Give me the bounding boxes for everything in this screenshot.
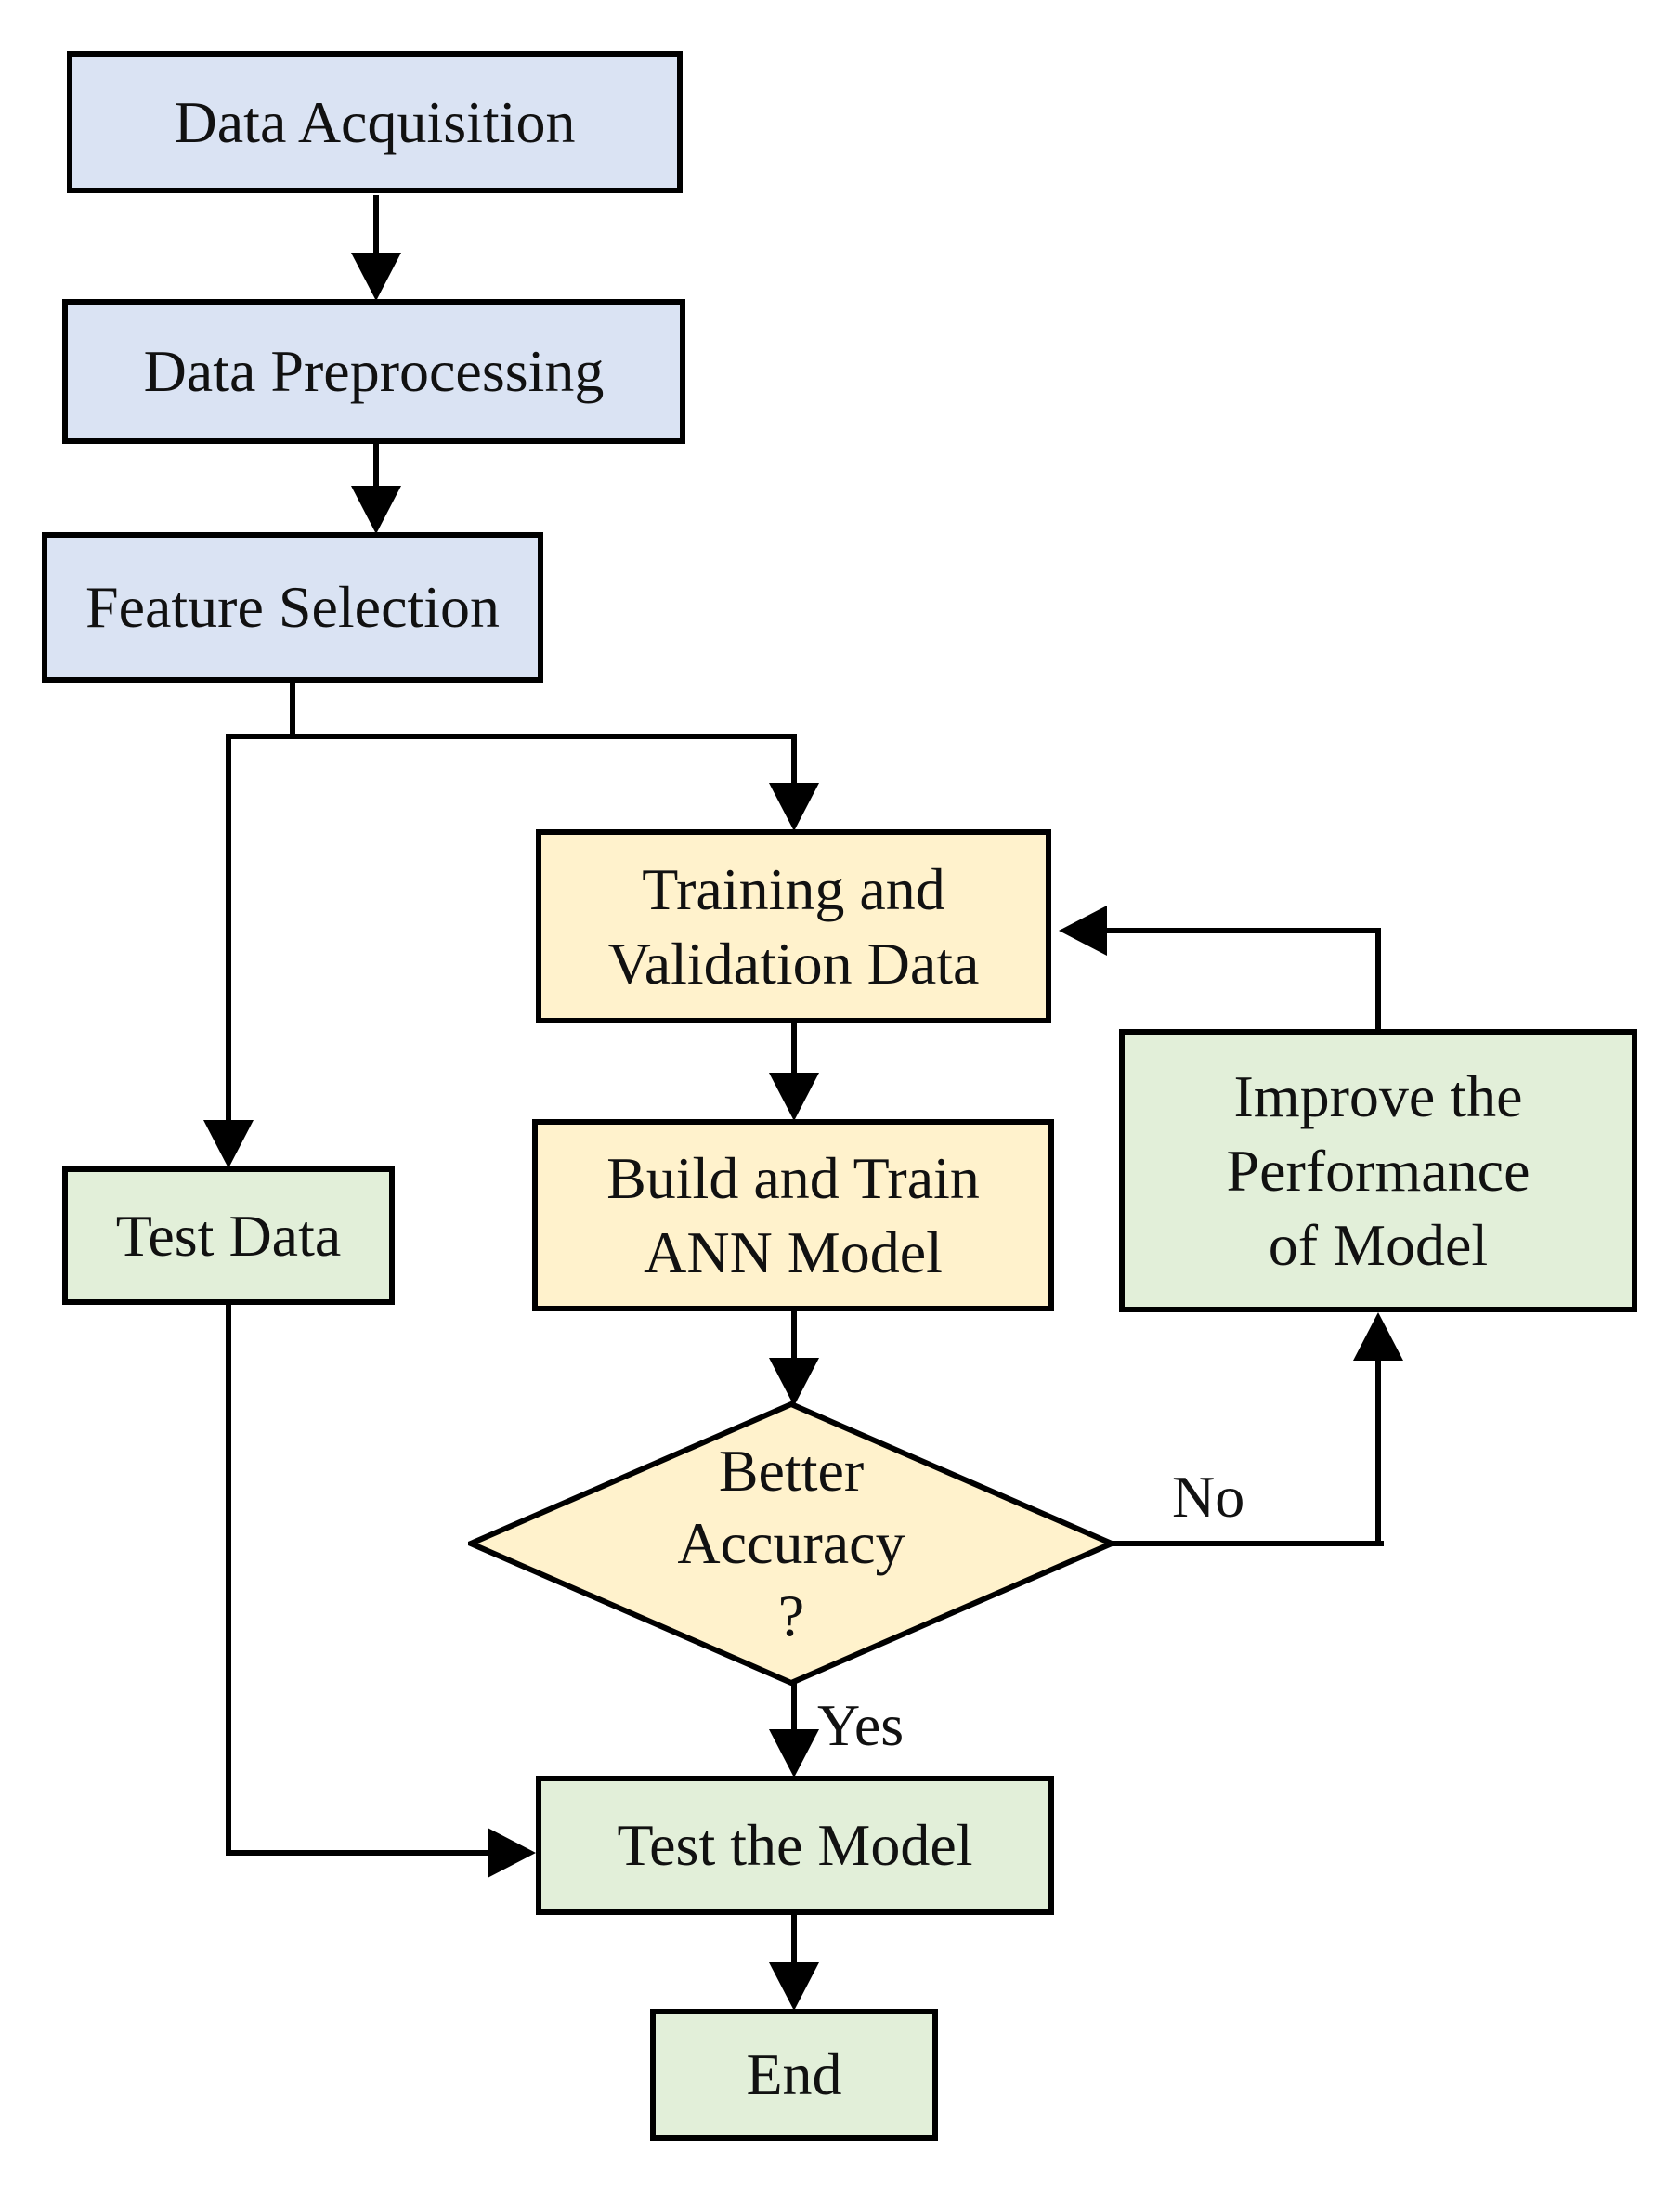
edge-test-model-to-end	[791, 1915, 797, 1967]
node-data-preprocessing: Data Preprocessing	[62, 299, 685, 444]
arrowhead-down-icon	[351, 486, 401, 534]
node-label: Performance	[1226, 1137, 1530, 1204]
edge-no-up-to-improve	[1375, 1356, 1381, 1546]
edge-preprocessing-to-feature	[373, 444, 379, 490]
arrowhead-left-icon	[1059, 906, 1107, 956]
node-label: of Model	[1268, 1211, 1489, 1278]
node-label: Data Acquisition	[174, 88, 576, 155]
node-better-accuracy-label: Better Accuracy ?	[677, 1438, 905, 1648]
node-end: End	[650, 2009, 938, 2141]
edge-feature-to-junction	[290, 683, 295, 739]
arrowhead-up-icon	[1353, 1312, 1403, 1361]
edge-junction-to-test-data	[226, 734, 231, 1124]
node-label: Test Data	[115, 1202, 342, 1269]
node-data-acquisition: Data Acquisition	[67, 51, 683, 193]
arrowhead-down-icon	[769, 1358, 819, 1406]
edge-training-to-build	[791, 1023, 797, 1077]
edge-acquisition-to-preprocessing	[373, 195, 379, 255]
edge-build-to-decision	[791, 1311, 797, 1362]
arrowhead-down-icon	[769, 1729, 819, 1778]
arrowhead-right-icon	[488, 1828, 536, 1878]
node-label: Validation Data	[607, 930, 980, 997]
node-label: Data Preprocessing	[143, 338, 605, 404]
arrowhead-down-icon	[769, 1962, 819, 2011]
arrowhead-down-icon	[769, 1073, 819, 1121]
edge-test-data-down	[226, 1305, 231, 1856]
edge-decision-no-horizontal	[1109, 1541, 1384, 1546]
edge-junction-horizontal	[226, 734, 797, 739]
node-build-train-ann-model: Build and Train ANN Model	[532, 1119, 1054, 1311]
edge-improve-loop-up	[1375, 928, 1381, 1032]
node-label: Training and	[642, 855, 945, 922]
arrowhead-down-icon	[351, 253, 401, 301]
node-test-data: Test Data	[62, 1166, 395, 1305]
arrowhead-down-icon	[769, 783, 819, 831]
node-label: End	[746, 2041, 842, 2107]
edge-junction-to-training	[791, 734, 797, 788]
node-label: ANN Model	[644, 1218, 943, 1285]
node-training-validation-data: Training and Validation Data	[536, 829, 1051, 1023]
node-test-the-model: Test the Model	[536, 1776, 1054, 1915]
node-label: Improve the	[1233, 1062, 1523, 1129]
node-improve-performance: Improve the Performance of Model	[1119, 1029, 1637, 1312]
edge-label-no: No	[1172, 1464, 1245, 1530]
node-label: Feature Selection	[85, 574, 501, 640]
edge-test-data-to-test-model	[226, 1850, 493, 1856]
edge-loop-back-horizontal	[1100, 928, 1381, 933]
arrowhead-down-icon	[203, 1120, 254, 1168]
node-label: Test the Model	[617, 1812, 973, 1878]
edge-decision-yes-to-test-model	[791, 1683, 797, 1734]
node-label: Build and Train	[606, 1144, 980, 1211]
node-feature-selection: Feature Selection	[42, 532, 543, 683]
edge-label-yes: Yes	[817, 1692, 905, 1758]
